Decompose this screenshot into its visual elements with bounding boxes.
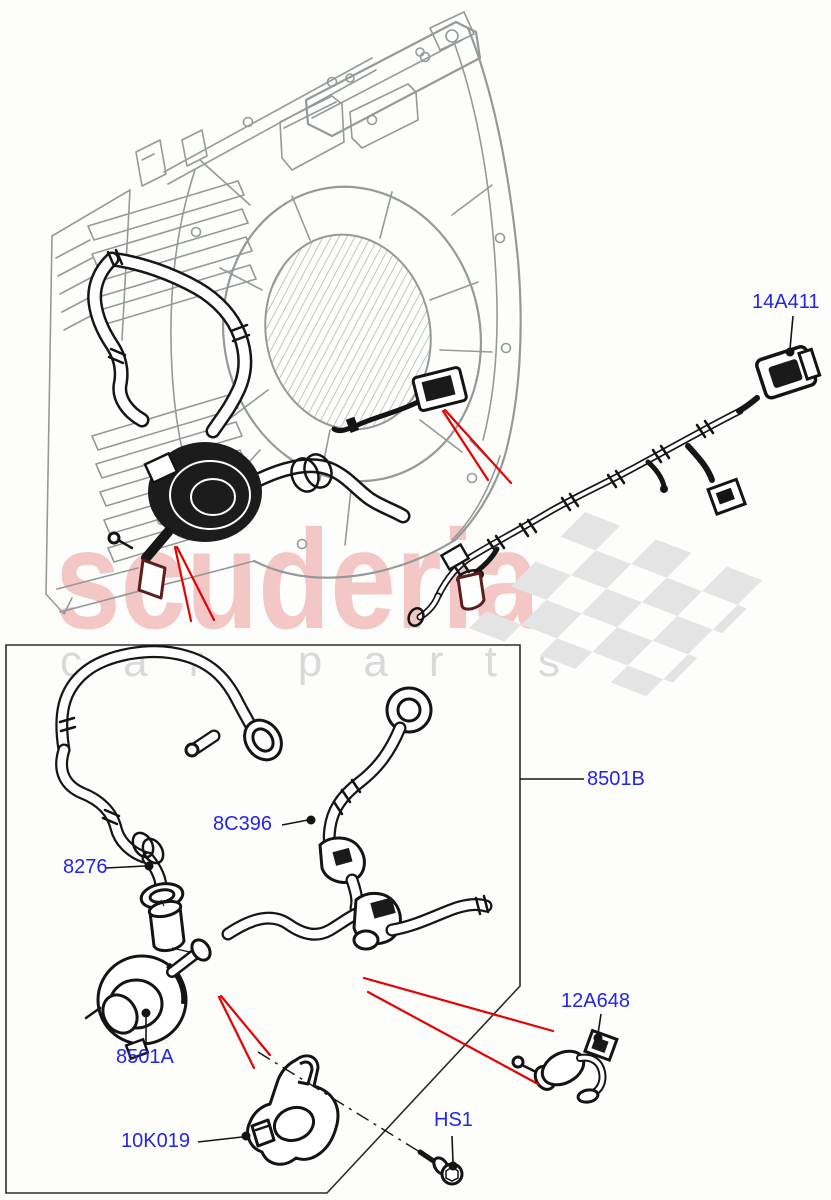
harness-connector-14A411 (755, 345, 822, 400)
callout-8501B[interactable]: 8501B (587, 768, 645, 790)
auxiliary-pump-installed (107, 442, 262, 600)
callout-HS1[interactable]: HS1 (434, 1109, 473, 1131)
watermark: scuderia car parts (55, 500, 772, 700)
callout-10K019[interactable]: 10K019 (121, 1130, 190, 1152)
detail-box (5, 644, 521, 1194)
auxiliary-pump-8501A (84, 938, 212, 1061)
callout-8501A[interactable]: 8501A (116, 1046, 174, 1068)
checkered-flag-watermark (468, 512, 772, 700)
callout-8276[interactable]: 8276 (63, 856, 108, 878)
callout-14A411[interactable]: 14A411 (752, 291, 820, 313)
hose-assembly-8501B (55, 645, 493, 954)
wiring-harness (407, 345, 822, 627)
valve-12A648 (511, 1028, 619, 1104)
radiator-fan-assembly (45, 11, 522, 615)
leader-lines (105, 315, 795, 1171)
assembly-axis-line (257, 1051, 437, 1163)
callout-12A648[interactable]: 12A648 (561, 990, 630, 1012)
coolant-hose-installed (87, 248, 411, 524)
fan-motor-connector (331, 366, 468, 434)
bracket-10K019 (246, 1054, 340, 1166)
callout-8C396[interactable]: 8C396 (213, 813, 272, 835)
pointer-arrows (173, 408, 555, 1086)
bolt-HS1 (417, 1149, 464, 1186)
